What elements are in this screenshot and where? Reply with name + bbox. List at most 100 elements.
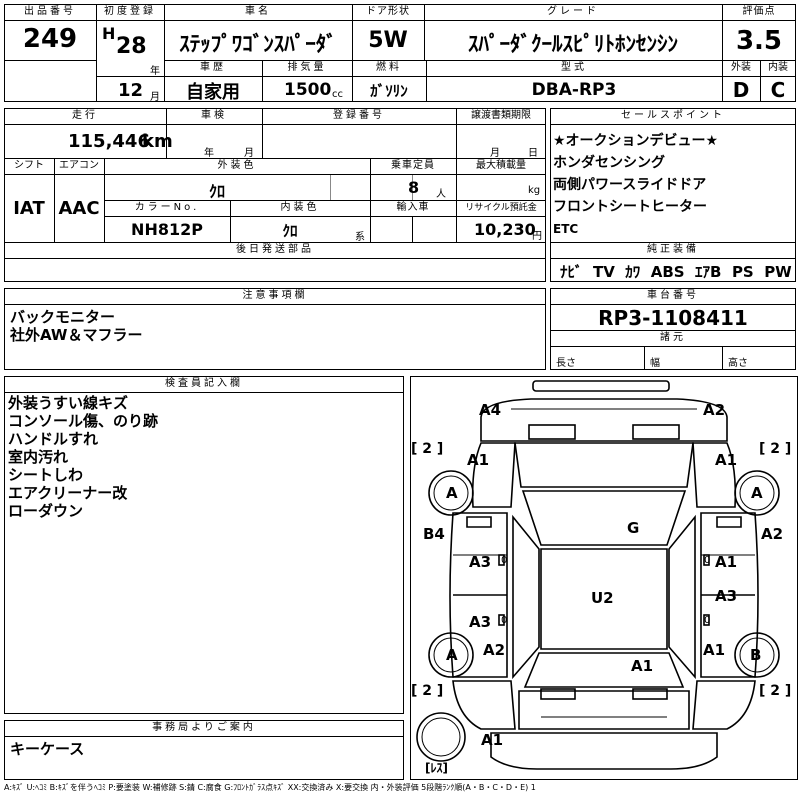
reg-month-unit: 月 [150, 92, 160, 103]
interior-color-unit: 系 [355, 232, 365, 243]
interior-color: ｸﾛ [282, 222, 298, 240]
car-outline [416, 380, 780, 770]
inspector-label: 検査員記入欄 [165, 378, 243, 389]
grade: ｽﾊﾟｰﾀﾞｸｰﾙｽﾋﾟﾘﾄﾎﾝｾﾝｼﾝ [468, 32, 678, 56]
inspector-block [4, 376, 404, 714]
damage-windshield: G [627, 519, 640, 537]
recycle-label: リサイクル預託金 [465, 203, 537, 213]
sales-points-list: ★オークションデビュー★ ホンダセンシング 両側パワースライドドア フロントシー… [553, 130, 718, 240]
sales-point-item: ETC [553, 222, 579, 236]
exterior-color-label: 外装色 [217, 160, 257, 171]
chassis-block [550, 288, 796, 370]
exterior-grade: D [732, 78, 750, 102]
sales-point-item: ホンダセンシング [553, 155, 665, 171]
displacement-unit: cc [332, 89, 343, 100]
damage-diagram: A4 A2 [ 2 ] [ 2 ] A1 A1 A A B4 A2 G A3 0… [410, 376, 798, 780]
fuel-label: 燃料 [376, 62, 402, 73]
equipment-item: PS [731, 263, 754, 281]
office-list: キーケース [10, 740, 84, 758]
dimensions-label: 諸元 [660, 332, 686, 343]
mirror-mark-left-rear: 0 [501, 615, 508, 626]
sales-point-item: 両側パワースライドドア [553, 177, 707, 193]
note-line: 社外AW＆マフラー [10, 326, 143, 344]
damage-left-front: A1 [467, 451, 490, 469]
damage-top-right: A2 [703, 401, 726, 419]
header-block [4, 4, 796, 102]
damage-left-side: B4 [423, 525, 445, 543]
office-label: 事務局よりご案内 [152, 722, 256, 733]
era: H [102, 24, 116, 43]
notes-label: 注意事項欄 [242, 290, 308, 301]
transfer-month: 月 [490, 148, 500, 159]
mirror-mark-left: 0 [501, 555, 508, 566]
length-label: 長さ [556, 358, 576, 369]
sales-point-item: フロントシートヒーター [553, 199, 707, 215]
damage-roof: U2 [591, 589, 614, 607]
transfer-day: 日 [528, 148, 538, 159]
interior-color-label: 内装色 [280, 202, 320, 213]
capacity-unit: 人 [436, 189, 446, 200]
max-load-unit: kg [528, 185, 541, 196]
mileage: 115,446 [68, 131, 150, 152]
interior-grade: C [770, 78, 786, 102]
max-load-label: 最大積載量 [476, 160, 526, 171]
score-label: 評価点 [742, 6, 776, 17]
model: DBA-RP3 [531, 80, 617, 100]
inspector-line: 外装うすい線キズ [8, 394, 129, 412]
damage-left-rear-fender: A2 [483, 641, 506, 659]
interior-grade-label: 内装 [768, 62, 788, 73]
mileage-label: 走行 [72, 110, 98, 121]
damage-top-left: A4 [479, 401, 502, 419]
notes-block [4, 288, 546, 370]
equipment-item: ｶﾜ [625, 263, 641, 281]
tread-front-left: [ 2 ] [411, 441, 444, 457]
chassis-number: RP3-1108411 [598, 306, 748, 330]
transfer-deadline-label: 譲渡書類期限 [471, 110, 531, 121]
capacity-label: 乗車定員 [391, 160, 435, 171]
door-type-label: ドア形状 [366, 6, 410, 17]
displacement-label: 排気量 [287, 62, 327, 73]
tread-rear-left: [ 2 ] [411, 683, 444, 699]
tire-rear-right: B [750, 646, 762, 664]
sales-points-label: セールスポイント [621, 110, 725, 121]
chassis-label: 車台番号 [647, 290, 699, 301]
score: 3.5 [735, 26, 783, 56]
reg-year: 28 [116, 34, 147, 59]
recycle-fee: 10,230 [474, 220, 536, 239]
color-number-label: カラーNo. [134, 202, 200, 213]
tread-rear-right: [ 2 ] [759, 683, 792, 699]
registration-number-label: 登録番号 [333, 110, 385, 121]
exterior-grade-label: 外装 [731, 62, 751, 73]
mirror-mark-right-rear: 0 [704, 615, 711, 626]
damage-right-door-rear: A3 [715, 587, 738, 605]
reg-month: 12 [118, 80, 144, 101]
inspector-line: ハンドルすれ [8, 430, 99, 448]
notes-list: バックモニター 社外AW＆マフラー [10, 308, 142, 344]
equipment-item: TV [592, 263, 615, 281]
equipment-list: ﾅﾋﾞ TV ｶﾜ ABS ｴｱB PS PW [560, 261, 792, 282]
lot-number: 249 [22, 24, 78, 54]
later-parts-label: 後日発送部品 [236, 244, 314, 255]
inspection-year-unit: 年 [204, 148, 214, 159]
damage-rear-bumper: A1 [481, 731, 504, 749]
tire-front-left: A [446, 484, 458, 502]
inspection-month-unit: 月 [244, 148, 254, 159]
inspection-label: 車検 [201, 110, 227, 121]
history: 自家用 [186, 82, 240, 103]
note-line: バックモニター [10, 308, 116, 326]
equipment-item: ABS [650, 263, 685, 281]
sales-points-block [550, 108, 796, 282]
sales-point-item: ★オークションデビュー★ [553, 133, 719, 149]
aircon: AAC [58, 198, 100, 219]
legend: A:ｷｽﾞ U:ﾍｺﾐ B:ｷｽﾞを伴うﾍｺﾐ P:要塗装 W:補修跡 S:錆 … [4, 783, 536, 792]
fuel: ｶﾞｿﾘﾝ [370, 82, 408, 100]
first-registration-label: 初度登録 [104, 6, 156, 17]
lot-number-label: 出品番号 [24, 6, 76, 17]
damage-rear: A1 [631, 657, 654, 675]
recycle-unit: 円 [532, 231, 542, 242]
tread-front-right: [ 2 ] [759, 441, 792, 457]
width-label: 幅 [650, 358, 660, 369]
inspector-line: シートしわ [8, 466, 84, 484]
inspector-line: エアクリーナー改 [8, 484, 128, 502]
car-name-label: 車名 [245, 6, 271, 17]
